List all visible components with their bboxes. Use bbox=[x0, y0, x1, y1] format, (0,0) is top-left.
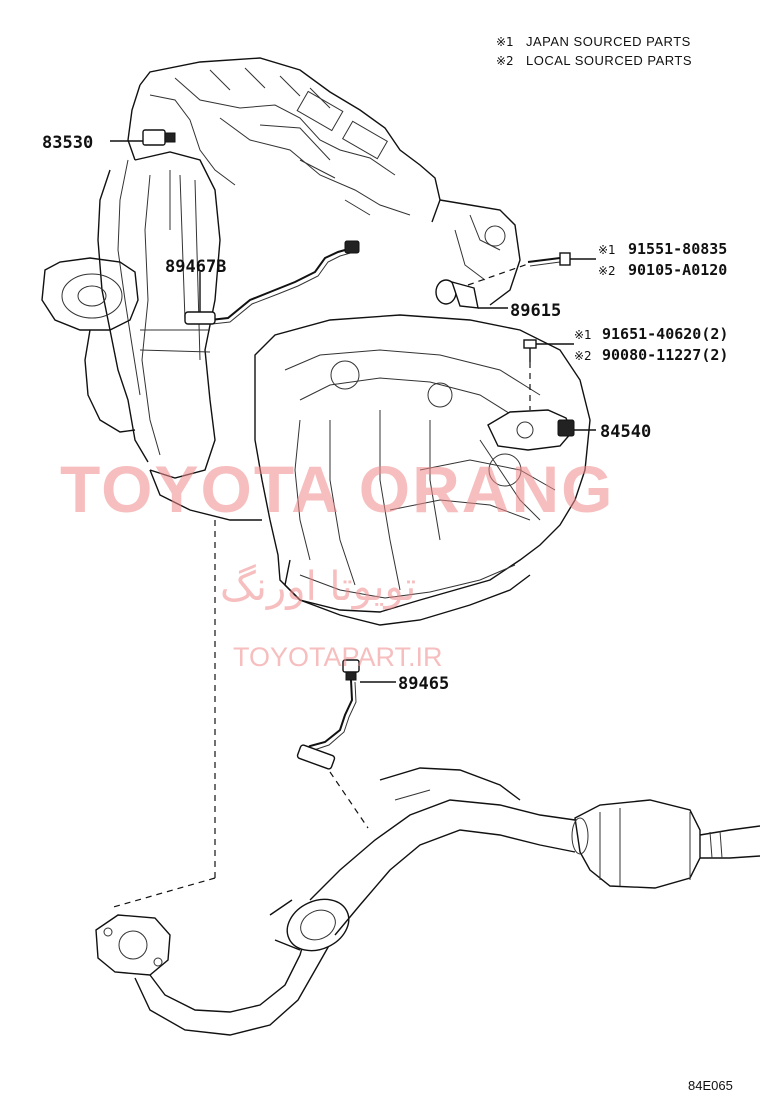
bolt-b-mark-1: ※1 bbox=[574, 328, 592, 342]
legend-text-1: JAPAN SOURCED PARTS bbox=[526, 34, 691, 49]
bolt-a-number-1: 91551-80835 bbox=[628, 240, 727, 258]
bolt-b-mark-2: ※2 bbox=[574, 349, 592, 363]
label-89615: 89615 bbox=[510, 301, 561, 321]
knock-sensor-89615 bbox=[435, 279, 508, 309]
watermark: TOYOTA ORANG تویوتا اورنگ TOYOTAPART.IR bbox=[60, 452, 614, 672]
bolt-a-mark-1: ※1 bbox=[598, 243, 616, 257]
bolt-b-number-1: 91651-40620(2) bbox=[602, 325, 728, 343]
legend-mark-1: ※1 bbox=[496, 35, 514, 49]
connection-line-2 bbox=[109, 877, 216, 909]
label-89467b: 89467B bbox=[165, 257, 226, 277]
legend: ※1 JAPAN SOURCED PARTS ※2 LOCAL SOURCED … bbox=[496, 34, 692, 68]
watermark-url: TOYOTAPART.IR bbox=[233, 642, 443, 672]
engine-assembly-illustration bbox=[41, 57, 591, 626]
legend-text-2: LOCAL SOURCED PARTS bbox=[526, 53, 692, 68]
exhaust-pipe-assembly bbox=[95, 767, 760, 1036]
watermark-farsi: تویوتا اورنگ bbox=[220, 564, 416, 610]
bolt-91651 bbox=[523, 339, 574, 410]
bolt-a-mark-2: ※2 bbox=[598, 264, 616, 278]
oil-pressure-switch-83530 bbox=[110, 129, 176, 146]
legend-mark-2: ※2 bbox=[496, 54, 514, 68]
bolt-a-number-2: 90105-A0120 bbox=[628, 261, 727, 279]
bolt-b-number-2: 90080-11227(2) bbox=[602, 346, 728, 364]
label-89465: 89465 bbox=[398, 674, 449, 694]
oxygen-sensor-89465 bbox=[296, 659, 396, 829]
watermark-brand: TOYOTA ORANG bbox=[60, 452, 614, 526]
bolt-91551 bbox=[467, 252, 596, 286]
label-84540: 84540 bbox=[600, 422, 651, 442]
part-labels: 83530 89467B 89615 84540 89465 ※1 91551-… bbox=[42, 133, 728, 694]
neutral-start-switch-84540 bbox=[487, 409, 596, 451]
figure-code: 84E065 bbox=[688, 1078, 733, 1093]
air-fuel-sensor-89467b bbox=[184, 240, 360, 325]
label-83530: 83530 bbox=[42, 133, 93, 153]
